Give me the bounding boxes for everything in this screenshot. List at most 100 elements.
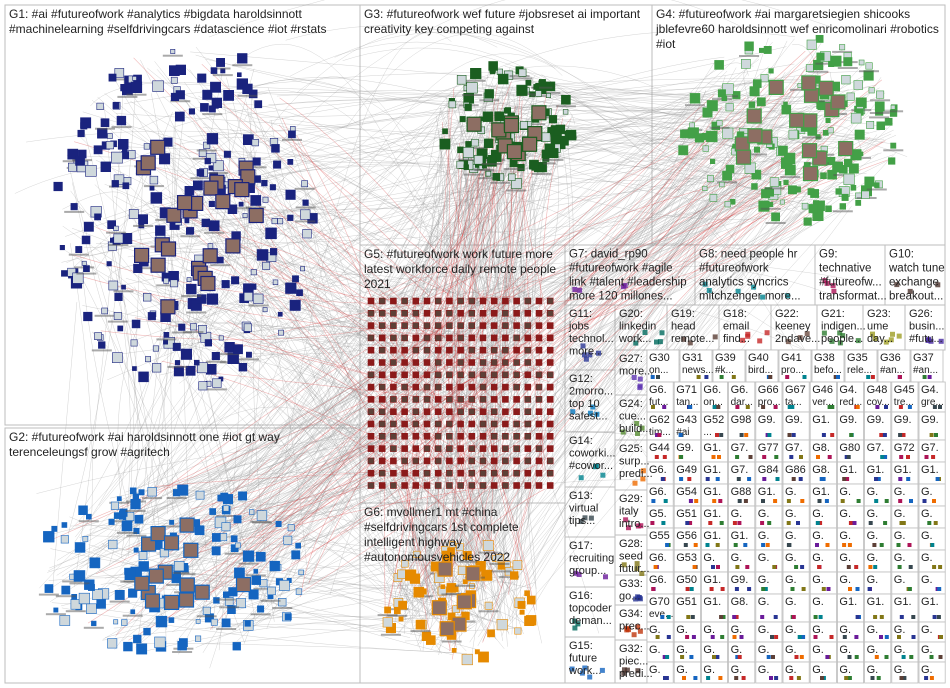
node-label-mark: [883, 149, 904, 152]
node-g1: [128, 209, 139, 219]
node-small: [818, 521, 823, 525]
node-g19: [712, 334, 718, 340]
small-group-label: G56: [676, 530, 697, 542]
node-small: [743, 499, 748, 503]
node-g1: [190, 299, 202, 311]
node-g4: [841, 193, 849, 201]
small-group-sublabel: #k...: [715, 365, 734, 376]
node-g29: [623, 517, 629, 523]
edge-highlight: [399, 320, 489, 594]
group-label-line: email: [723, 321, 749, 333]
node-g5: [423, 482, 431, 489]
group-label-line: intro...: [619, 518, 650, 530]
node-g4: [751, 169, 762, 180]
edge-highlight: [201, 63, 523, 326]
node-label-mark: [78, 520, 99, 523]
group-label-g3: G3: #futureofwork wef future #jobsreset …: [364, 7, 641, 36]
node-g1: [133, 263, 143, 274]
small-group-label: G.: [731, 624, 743, 636]
node-g6: [451, 647, 457, 653]
node-g1: [59, 245, 65, 251]
edge: [500, 170, 540, 396]
node-g5: [546, 322, 554, 329]
node-g4: [784, 152, 796, 165]
group-box-g8: [694, 244, 816, 306]
node-g2: [116, 496, 122, 502]
edge: [554, 123, 834, 149]
node-small: [801, 587, 806, 591]
edge: [445, 70, 728, 405]
edge: [207, 413, 550, 527]
avatar-node: [160, 299, 176, 315]
node-g2: [121, 619, 128, 626]
node-g5: [490, 469, 498, 477]
edge: [160, 95, 453, 493]
node-g5: [546, 469, 554, 477]
node-g20: [642, 330, 648, 335]
node-label-mark: [463, 173, 484, 176]
node-g3: [448, 100, 457, 109]
node-g1: [100, 118, 110, 127]
small-group-label: G7.: [867, 442, 885, 454]
node-g5: [367, 371, 375, 379]
node-g4: [806, 39, 817, 50]
node-g26: [925, 338, 931, 343]
node-small: [651, 405, 655, 409]
node-label-mark: [465, 79, 486, 82]
avatar-node: [248, 207, 264, 224]
node-g5: [479, 432, 487, 440]
node-g5: [367, 322, 375, 329]
edge: [384, 118, 727, 596]
node-small: [761, 543, 766, 547]
node-g4: [768, 201, 774, 207]
node-g1: [114, 68, 125, 78]
node-g20: [659, 330, 665, 336]
node-small: [827, 455, 832, 459]
node-g5: [423, 396, 431, 403]
group-label-line: 2021: [364, 277, 391, 291]
node-small: [901, 433, 906, 437]
node-g1: [163, 331, 170, 338]
node-g34: [631, 632, 637, 638]
small-group-label: G.: [921, 530, 933, 542]
node-g32: [624, 667, 630, 673]
edge: [463, 166, 508, 647]
node-g4: [864, 176, 875, 187]
edge: [176, 293, 498, 585]
node-g4: [807, 188, 815, 195]
group-label-line: deman...: [569, 615, 612, 627]
node-g5: [401, 445, 408, 452]
edge: [494, 135, 709, 176]
node-small: [762, 455, 767, 459]
node-small: [660, 615, 665, 619]
edge: [303, 183, 437, 545]
node-g5: [401, 297, 408, 305]
node-small: [686, 615, 691, 619]
edge: [406, 488, 472, 597]
node-g1: [113, 233, 124, 244]
node-g5: [524, 334, 532, 342]
node-small: [653, 565, 658, 569]
edge: [424, 120, 497, 347]
node-g4: [843, 57, 853, 67]
node-g12: [570, 409, 576, 415]
group-label-line: people...: [821, 333, 863, 345]
node-g3: [487, 155, 496, 163]
node-g1: [112, 102, 120, 109]
node-small: [704, 375, 709, 379]
node-g2: [238, 491, 247, 501]
node-g1: [170, 48, 176, 54]
node-g5: [546, 396, 554, 403]
node-g2: [86, 603, 97, 614]
edge: [250, 251, 501, 470]
node-g1: [68, 162, 77, 172]
edge: [232, 190, 774, 523]
small-group-sublabel: cov...: [867, 397, 890, 408]
node-g1: [296, 289, 303, 297]
node-label-mark: [122, 614, 143, 617]
small-group-label: G.: [921, 552, 933, 564]
node-g5: [367, 457, 375, 465]
node-g5: [412, 482, 420, 489]
node-g1: [152, 345, 159, 352]
